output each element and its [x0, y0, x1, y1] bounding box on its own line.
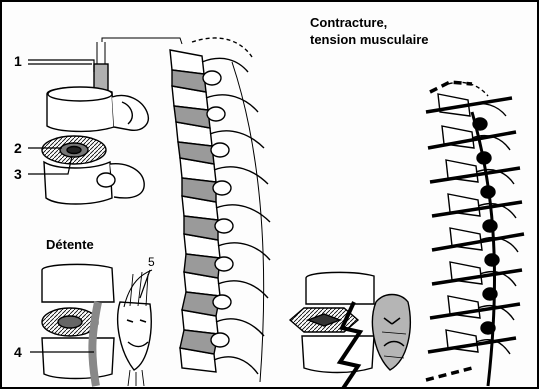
title-contracture-line1: Contracture, [310, 14, 428, 31]
label-3: 3 [14, 167, 22, 181]
title-detente: Détente [46, 238, 94, 251]
tense-muscle [372, 295, 410, 371]
compressed-upper-body [306, 272, 374, 304]
bottom-middle-contracture-detail [290, 272, 410, 387]
label-5: 5 [148, 256, 155, 268]
label-4: 4 [14, 345, 22, 359]
healthy-spine [170, 38, 270, 382]
healthy-spine-vertebrae [170, 50, 220, 372]
label-2: 2 [14, 141, 22, 155]
label-1: 1 [14, 54, 22, 68]
title-contracture-line2: tension musculaire [310, 31, 428, 48]
title-contracture: Contracture, tension musculaire [310, 14, 428, 48]
top-left-vertebra-detail [42, 42, 148, 204]
leader-line-1-top [102, 38, 182, 44]
leader-line-1 [28, 60, 94, 72]
relaxed-muscle [118, 302, 152, 370]
relaxed-lower-body [42, 338, 114, 379]
compressed-lower-body [302, 336, 374, 373]
tense-spine [426, 82, 524, 386]
bottom-left-relaxed-detail [42, 264, 152, 386]
relaxed-upper-body [42, 264, 114, 302]
